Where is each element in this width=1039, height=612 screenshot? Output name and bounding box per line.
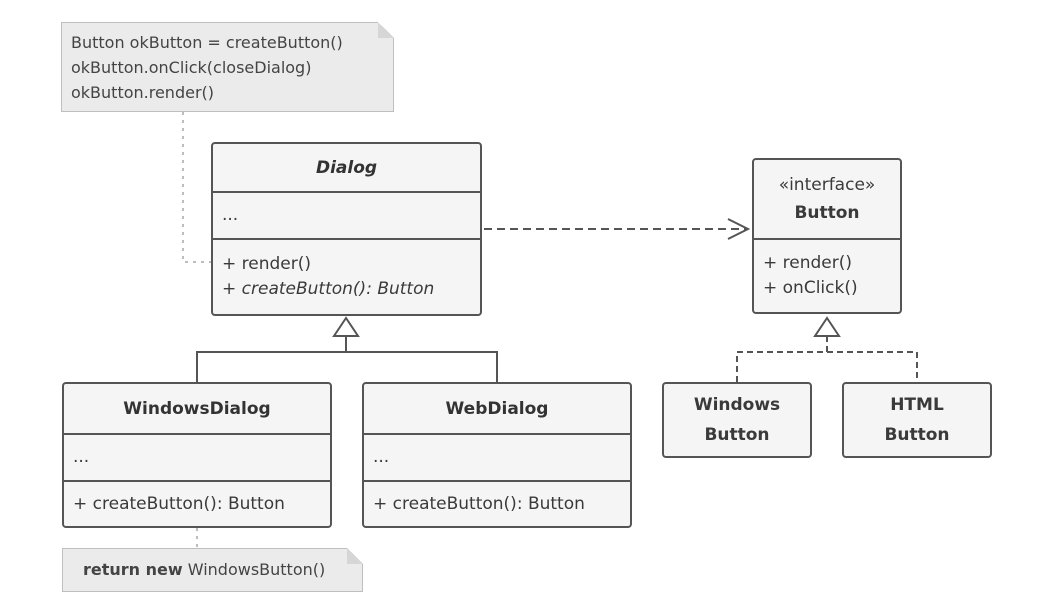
field-placeholder: ...	[222, 205, 239, 225]
note-line: okButton.onClick(closeDialog)	[71, 58, 312, 77]
class-name-line: HTML	[890, 395, 944, 415]
class-name: Button	[794, 203, 860, 223]
class-name: WebDialog	[445, 398, 549, 419]
class-windows-button[interactable]: Windows Button	[662, 382, 812, 458]
class-name-line: Windows	[693, 395, 781, 415]
note-text: WindowsButton()	[182, 560, 326, 579]
methods-section: + createButton(): Button	[364, 480, 630, 526]
method-render: + render()	[763, 253, 853, 273]
class-html-button[interactable]: HTML Button	[842, 382, 992, 458]
note-fold-corner	[347, 548, 363, 564]
method-on-click: + onClick()	[763, 278, 858, 298]
note-line: okButton.render()	[71, 83, 215, 102]
class-name: WindowsDialog	[123, 398, 271, 419]
method-create-button: + createButton(): Button	[222, 279, 435, 299]
methods-section: + createButton(): Button	[64, 480, 330, 526]
realization-connector	[736, 351, 918, 382]
dependency-arrowhead	[727, 218, 751, 240]
fields-section: ...	[64, 433, 330, 480]
interface-button[interactable]: «interface» Button + render() + onClick(…	[752, 158, 902, 314]
dialog-code-note: Button okButton = createButton() okButto…	[61, 22, 394, 112]
field-placeholder: ...	[73, 447, 90, 467]
methods-section: + render() + createButton(): Button	[213, 238, 480, 314]
note-line: Button okButton = createButton()	[71, 33, 343, 52]
class-name-line: Button	[884, 425, 950, 445]
note-keyword: return new	[83, 560, 183, 579]
note-anchor-line	[182, 112, 212, 263]
method-create-button: + createButton(): Button	[73, 493, 285, 514]
windows-code-note: return new WindowsButton()	[62, 548, 363, 592]
class-windows-dialog[interactable]: WindowsDialog ... + createButton(): Butt…	[62, 382, 332, 528]
note-fold-corner	[378, 22, 394, 38]
methods-section: + render() + onClick()	[754, 238, 900, 312]
realization-arrowhead	[813, 316, 841, 337]
class-name-line: Button	[704, 425, 770, 445]
interface-header: «interface» Button	[754, 160, 900, 238]
class-name: Dialog	[315, 157, 378, 178]
inheritance-connector	[196, 351, 498, 382]
stereotype-label: «interface»	[778, 175, 876, 195]
field-placeholder: ...	[373, 447, 390, 467]
inheritance-arrowhead	[332, 316, 360, 337]
class-dialog[interactable]: Dialog ... + render() + createButton(): …	[211, 142, 482, 316]
method-create-button: + createButton(): Button	[373, 493, 585, 514]
fields-section: ...	[364, 433, 630, 480]
class-web-dialog[interactable]: WebDialog ... + createButton(): Button	[362, 382, 632, 528]
fields-section: ...	[213, 191, 480, 238]
method-render: + render()	[222, 254, 312, 274]
